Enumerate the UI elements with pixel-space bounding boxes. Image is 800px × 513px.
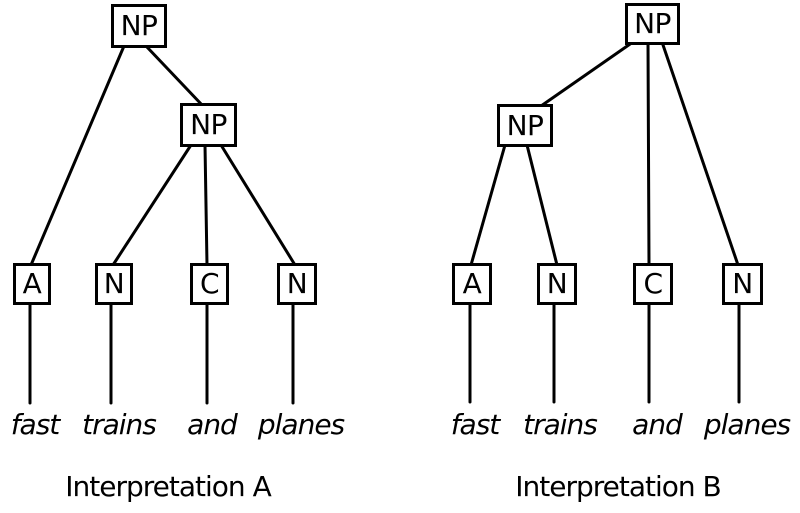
tree-b-leaf-node-1: A bbox=[452, 263, 492, 305]
tree-b-word-1: fast bbox=[450, 408, 501, 441]
tree-a-word-4: planes bbox=[257, 408, 345, 441]
tree-b-word-2: trains bbox=[523, 408, 598, 441]
edge-a-inner-to-n2 bbox=[219, 143, 297, 267]
edge-a-root-to-a bbox=[29, 44, 126, 267]
edge-b-root-to-c bbox=[646, 40, 651, 267]
edge-b-inner-to-a bbox=[469, 143, 507, 267]
tree-a-leaf-node-1: A bbox=[13, 263, 51, 305]
tree-b-leaf-node-4: N bbox=[722, 263, 763, 305]
tree-a-word-3: and bbox=[187, 408, 238, 441]
tree-a-inner-node: NP bbox=[180, 103, 237, 147]
edge-b-root-to-n2 bbox=[660, 40, 740, 267]
tree-a-word-2: trains bbox=[82, 408, 157, 441]
tree-a-leaf-node-3: C bbox=[190, 263, 229, 305]
tree-b-caption: Interpretation B bbox=[515, 470, 721, 503]
edge-a-inner-to-c bbox=[203, 143, 209, 267]
tree-a-leaf-node-4: N bbox=[277, 263, 317, 305]
edge-b-inner-to-n1 bbox=[525, 143, 559, 267]
tree-b-inner-node: NP bbox=[497, 104, 553, 147]
tree-b-leaf-node-3: C bbox=[633, 263, 673, 305]
tree-a-word-1: fast bbox=[10, 408, 61, 441]
tree-b-word-3: and bbox=[632, 408, 683, 441]
tree-a-leaf-node-2: N bbox=[95, 263, 133, 305]
edge-a-inner-to-n1 bbox=[111, 143, 193, 267]
tree-a-caption: Interpretation A bbox=[65, 470, 271, 503]
edge-a-root-to-inner-np bbox=[144, 44, 205, 108]
edge-b-root-to-inner-np bbox=[539, 40, 635, 108]
tree-b-leaf-node-2: N bbox=[537, 263, 577, 305]
tree-a-root-node: NP bbox=[111, 4, 167, 48]
tree-b-root-node: NP bbox=[625, 3, 680, 45]
tree-b-word-4: planes bbox=[703, 408, 791, 441]
